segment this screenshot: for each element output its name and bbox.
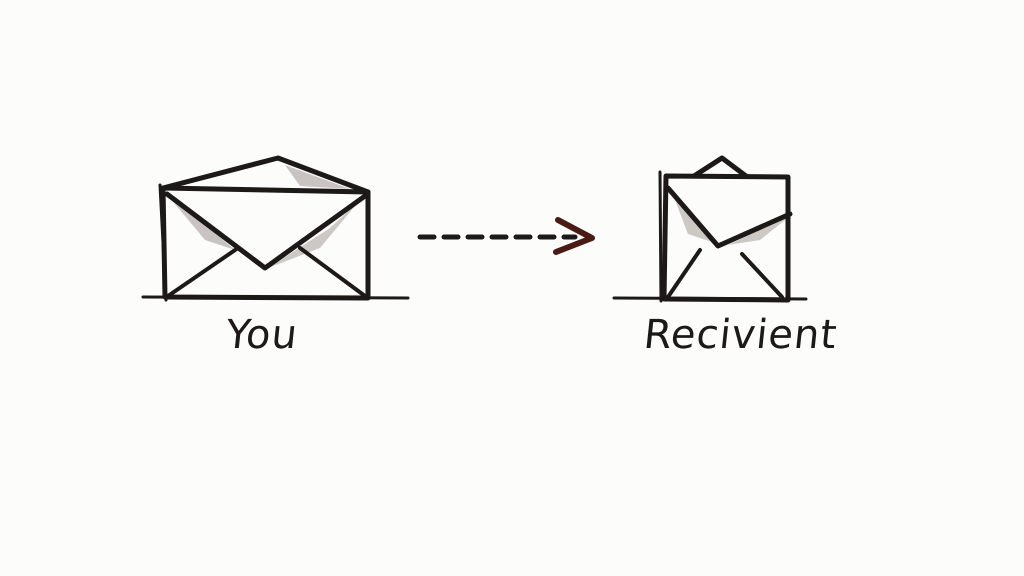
sender-envelope-body [160,185,371,301]
recipient-envelope-v [665,185,793,249]
sender-flap-shading [285,165,350,189]
sender-ground-line [141,295,410,300]
connector-arrow [417,217,595,255]
sender-label: You [223,312,301,358]
arrow-right-icon [553,217,595,255]
sender-envelope-flap [160,155,371,195]
recipient-envelope-flap [691,155,749,179]
recipient-label: Recivient [641,312,840,358]
recipient-ground-line [612,296,808,301]
sender-envelope-v [164,191,368,271]
sender-envelope-icon [141,155,410,302]
recipient-envelope-icon [612,155,808,303]
